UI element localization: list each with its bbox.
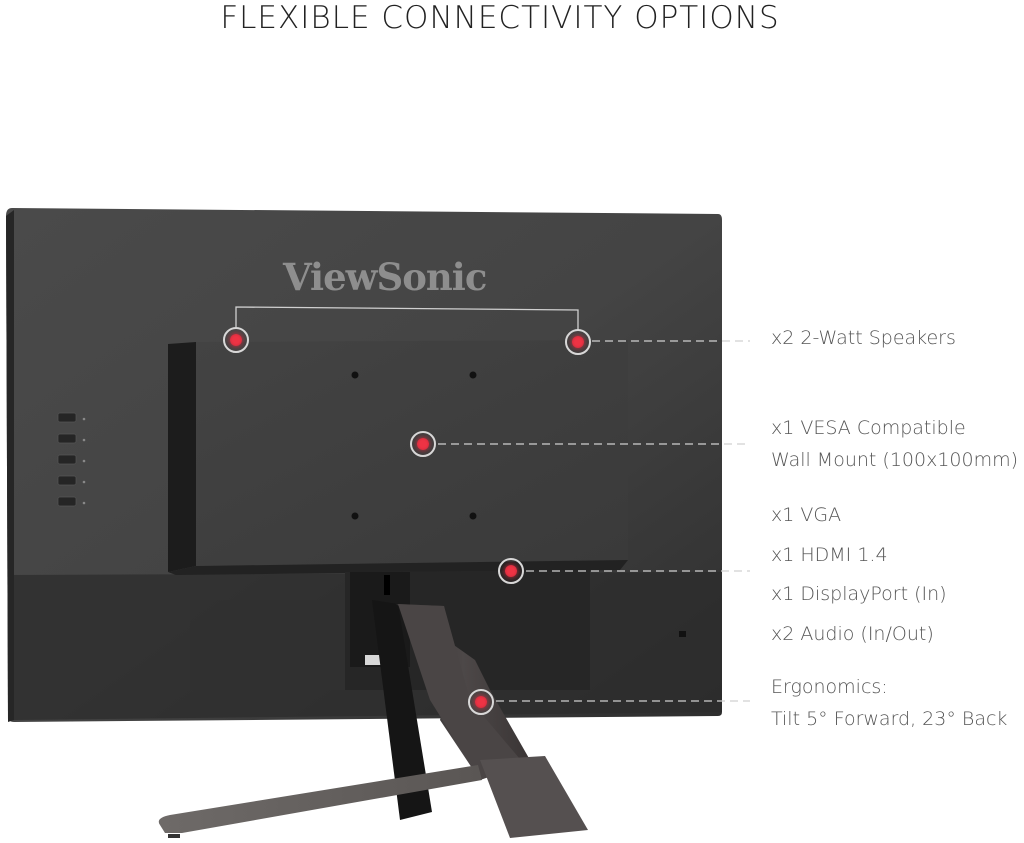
callout-line: Wall Mount (100x100mm) <box>771 449 1019 471</box>
callout-line: x1 DisplayPort (In) <box>771 583 947 605</box>
vesa-mount-block <box>168 340 628 575</box>
callout-line: x1 VGA <box>771 504 842 526</box>
ports-hotspot[interactable] <box>498 558 524 584</box>
callout-line: x1 HDMI 1.4 <box>771 543 888 566</box>
callout-line: Ergonomics: <box>771 676 888 698</box>
callout-ports: x1 VGA x1 HDMI 1.4 x1 DisplayPort (In) x… <box>771 496 947 654</box>
page-title: FLEXIBLE CONNECTIVITY OPTIONS <box>220 0 780 36</box>
callout-lines <box>235 306 750 702</box>
ergonomics-hotspot[interactable] <box>468 689 494 715</box>
brand-logo: ViewSonic <box>283 255 487 299</box>
speaker-left-hotspot[interactable] <box>223 327 249 353</box>
callout-ergonomics: Ergonomics: Tilt 5° Forward, 23° Back <box>771 671 1007 735</box>
monitor-stand <box>158 600 588 838</box>
callout-line: Tilt 5° Forward, 23° Back <box>771 708 1008 730</box>
vesa-mount-hotspot[interactable] <box>410 431 436 457</box>
lock-slot <box>679 631 686 637</box>
speaker-right-hotspot[interactable] <box>565 329 591 355</box>
callout-vesa: x1 VESA Compatible Wall Mount (100x100mm… <box>771 412 1018 476</box>
control-buttons <box>57 412 86 507</box>
callout-speakers: x2 2-Watt Speakers <box>771 322 956 354</box>
callout-line: x1 VESA Compatible <box>771 417 966 439</box>
callout-line: x2 Audio (In/Out) <box>771 622 934 645</box>
callout-line: x2 2-Watt Speakers <box>771 327 956 349</box>
